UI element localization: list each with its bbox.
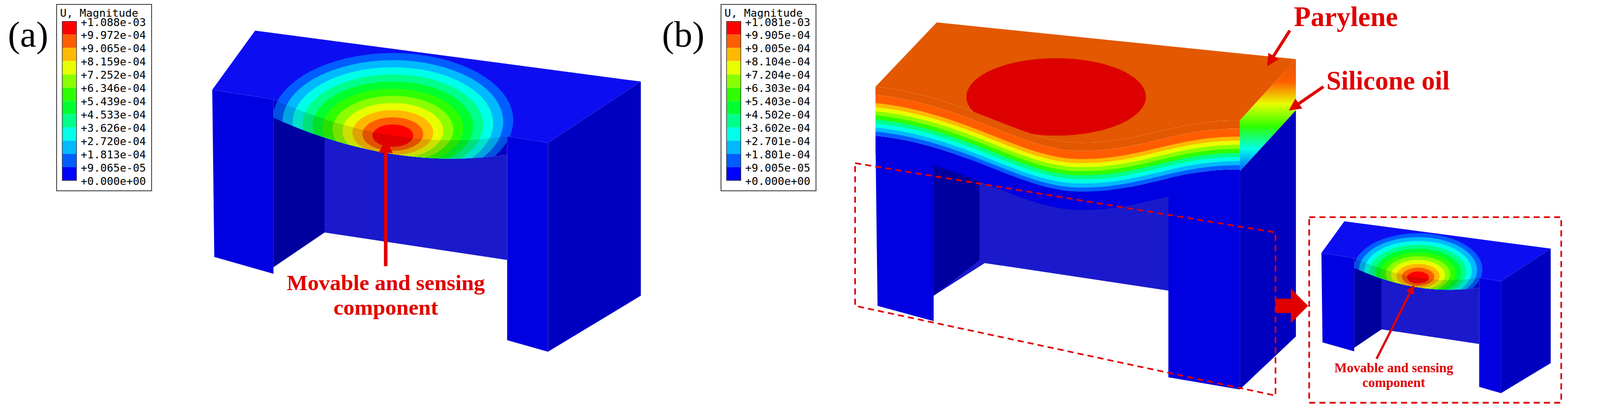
color-bar xyxy=(62,21,77,181)
color-band xyxy=(726,21,741,35)
legend-value: +9.905e-04 xyxy=(745,29,811,42)
panel-label: (b) xyxy=(661,14,722,55)
color-bar-outline xyxy=(726,21,741,181)
color-band xyxy=(726,74,741,88)
color-band xyxy=(62,87,77,101)
legend-value: +3.602e-04 xyxy=(745,122,811,135)
legend-value: +1.088e-03 xyxy=(80,16,146,29)
color-band xyxy=(726,87,741,101)
dashed-outline xyxy=(854,163,1276,397)
sensor-block xyxy=(212,30,641,352)
leader-arrow xyxy=(1376,286,1414,360)
color-band xyxy=(62,127,77,141)
color-bar-outline xyxy=(62,21,77,181)
color-band xyxy=(726,140,741,155)
legend-value: +7.204e-04 xyxy=(745,69,811,82)
legend-value: +9.065e-04 xyxy=(80,42,146,55)
legend-value: +1.801e-04 xyxy=(745,149,811,161)
color-band xyxy=(62,154,77,168)
legend-value: +9.065e-05 xyxy=(80,162,146,175)
contour-legend: U, Magnitude+1.081e-03+9.905e-04+9.005e-… xyxy=(720,3,817,192)
legend-value: +9.005e-05 xyxy=(745,162,811,175)
block-arrow xyxy=(1275,288,1309,324)
color-band xyxy=(62,61,77,75)
section-shade xyxy=(273,99,508,159)
part-label: Movable and sensing component xyxy=(1319,361,1468,391)
inset-frame xyxy=(1309,217,1562,404)
leader-arrow xyxy=(1268,30,1290,64)
color-band xyxy=(726,61,741,75)
panel-label: (a) xyxy=(7,14,67,55)
legend-value: +8.159e-04 xyxy=(80,56,146,68)
cavity-side-wall xyxy=(273,117,325,268)
legend-value: +0.000e+00 xyxy=(80,175,146,188)
legend-value: +1.081e-03 xyxy=(745,16,811,29)
legend-value: +2.720e-04 xyxy=(80,135,146,148)
color-band xyxy=(62,47,77,62)
leg-front-face xyxy=(875,142,934,322)
legend-value: +6.346e-04 xyxy=(80,82,146,95)
layer-label: Parylene xyxy=(1293,1,1501,33)
legend-value: +5.403e-04 xyxy=(745,95,811,108)
color-band xyxy=(62,100,77,115)
color-band xyxy=(726,47,741,62)
parylene-top-face xyxy=(875,22,1296,144)
color-band xyxy=(726,127,741,141)
legend-value: +6.303e-04 xyxy=(745,82,811,95)
leg-front-face xyxy=(1168,173,1240,390)
color-band xyxy=(726,154,741,168)
color-band xyxy=(62,167,77,181)
packaged-sensor-block xyxy=(875,22,1296,390)
contour-band xyxy=(272,53,514,189)
legend-value: +1.813e-04 xyxy=(80,149,146,161)
displacement-contour xyxy=(272,53,514,189)
color-band xyxy=(62,74,77,88)
legend-value: +8.104e-04 xyxy=(745,56,811,68)
color-band xyxy=(726,114,741,128)
color-band xyxy=(62,140,77,155)
leader-arrow xyxy=(1290,86,1324,110)
contour-legend: U, Magnitude+1.088e-03+9.972e-04+9.065e-… xyxy=(56,3,153,192)
legend-value: +5.439e-04 xyxy=(80,95,146,108)
legend-value: +3.626e-04 xyxy=(80,122,146,135)
legend-value: +7.252e-04 xyxy=(80,69,146,82)
color-band xyxy=(62,114,77,128)
color-bar xyxy=(726,21,741,181)
color-band xyxy=(726,100,741,115)
part-label: Movable and sensing component xyxy=(267,271,504,320)
legend-value: +4.502e-04 xyxy=(745,109,811,122)
leg-front-face xyxy=(506,136,548,352)
color-band xyxy=(62,34,77,48)
legend-value: +2.701e-04 xyxy=(745,135,811,148)
color-band xyxy=(62,21,77,35)
legend-value: +9.005e-04 xyxy=(745,42,811,55)
layer-label: Silicone oil xyxy=(1326,66,1563,96)
color-band xyxy=(726,34,741,48)
color-band xyxy=(726,167,741,181)
leader-arrow xyxy=(383,141,388,267)
leg-front-face xyxy=(212,89,274,274)
legend-value: +4.533e-04 xyxy=(80,109,146,122)
max-displacement-zone xyxy=(966,58,1146,136)
legend-value: +0.000e+00 xyxy=(745,175,811,188)
legend-value: +9.972e-04 xyxy=(80,29,146,42)
